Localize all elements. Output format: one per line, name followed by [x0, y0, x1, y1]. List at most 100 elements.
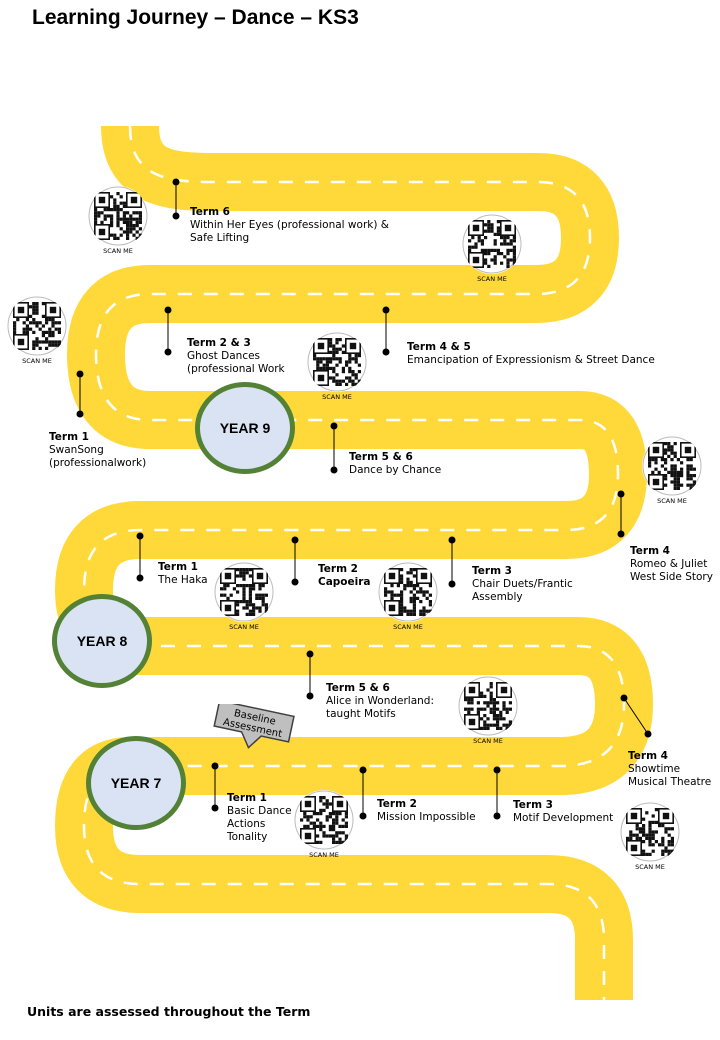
- term-label: Term 3: [472, 565, 512, 577]
- qr-caption: SCAN ME: [393, 623, 423, 631]
- unit-title: Tonality: [227, 831, 268, 843]
- qr-code-icon: [620, 802, 680, 862]
- term-label: Term 1: [49, 431, 89, 443]
- qr-caption: SCAN ME: [657, 497, 687, 505]
- term-label: Term 1: [227, 792, 267, 804]
- term-label: Term 4 & 5: [407, 341, 471, 353]
- unit-title: SwanSong: [49, 444, 104, 456]
- year-9-marker: YEAR 9: [195, 382, 295, 474]
- qr-code[interactable]: SCAN ME: [460, 214, 524, 283]
- unit-title: Emancipation of Expressionism & Street D…: [407, 354, 655, 366]
- unit-title: Basic Dance: [227, 805, 292, 817]
- unit-y9-term6: Term 6 Within Her Eyes (professional wor…: [190, 206, 389, 245]
- qr-caption: SCAN ME: [477, 275, 507, 283]
- unit-y8-term1: Term 1 The Haka: [158, 561, 208, 587]
- unit-y9-term4-5: Term 4 & 5 Emancipation of Expressionism…: [407, 341, 655, 367]
- unit-title: Showtime: [628, 763, 681, 775]
- unit-title: (professionalwork): [49, 457, 147, 469]
- term-label: Term 3: [513, 799, 553, 811]
- unit-y8-term4: Term 4 Romeo & Juliet West Side Story: [630, 545, 713, 584]
- pin-dot: [76, 410, 84, 418]
- qr-code-icon: [88, 186, 148, 246]
- pin-dot: [330, 422, 338, 430]
- qr-code[interactable]: SCAN ME: [5, 296, 69, 365]
- pin-dot: [211, 804, 219, 812]
- pin-dot: [172, 212, 180, 220]
- year-8-label: YEAR 8: [76, 633, 128, 649]
- pin-dot: [330, 466, 338, 474]
- pin-dot: [644, 730, 652, 738]
- unit-title: Musical Theatre: [628, 776, 712, 788]
- qr-code[interactable]: SCAN ME: [376, 562, 440, 631]
- qr-code[interactable]: SCAN ME: [86, 186, 150, 255]
- unit-y7-term1: Term 1 Basic Dance Actions Tonality: [227, 792, 292, 844]
- term-label: Term 5 & 6: [326, 682, 390, 694]
- unit-title: Dance by Chance: [349, 464, 442, 476]
- qr-caption: SCAN ME: [635, 863, 665, 871]
- pin-dot: [382, 348, 390, 356]
- term-label: Term 2 & 3: [187, 337, 251, 349]
- unit-y8-term5-6: Term 5 & 6 Alice in Wonderland: taught M…: [326, 682, 434, 721]
- term-label: Term 2: [377, 798, 417, 810]
- unit-y8-term2: Term 2 Capoeira: [318, 563, 371, 589]
- qr-code-icon: [307, 332, 367, 392]
- pin-dot: [448, 536, 456, 544]
- unit-y7-term2: Term 2 Mission Impossible: [377, 798, 476, 824]
- baseline-assessment-arrow: Baseline Assessment: [206, 699, 298, 763]
- unit-y7-term4: Term 4 Showtime Musical Theatre: [628, 750, 711, 789]
- pin-line: [623, 697, 649, 735]
- unit-y9-term2-3: Term 2 & 3 Ghost Dances (professional Wo…: [187, 337, 285, 376]
- qr-code-icon: [214, 562, 274, 622]
- unit-title: Capoeira: [318, 576, 371, 588]
- qr-code-icon: [458, 676, 518, 736]
- qr-code-icon: [7, 296, 67, 356]
- qr-caption: SCAN ME: [309, 851, 339, 859]
- qr-code-icon: [462, 214, 522, 274]
- unit-title: Alice in Wonderland:: [326, 695, 434, 707]
- qr-caption: SCAN ME: [103, 247, 133, 255]
- year-8-marker: YEAR 8: [52, 594, 152, 688]
- pin-dot: [359, 812, 367, 820]
- unit-y9-term1: Term 1 SwanSong (professionalwork): [49, 431, 146, 470]
- qr-caption: SCAN ME: [322, 393, 352, 401]
- qr-code[interactable]: SCAN ME: [618, 802, 682, 871]
- pin-dot: [620, 694, 628, 702]
- pin-dot: [172, 178, 180, 186]
- qr-code[interactable]: SCAN ME: [305, 332, 369, 401]
- year-9-label: YEAR 9: [219, 420, 271, 436]
- pin-dot: [164, 306, 172, 314]
- qr-code-icon: [378, 562, 438, 622]
- pin-dot: [211, 762, 219, 770]
- qr-code[interactable]: SCAN ME: [456, 676, 520, 745]
- qr-code-icon: [294, 790, 354, 850]
- unit-title: Within Her Eyes (professional work) &: [190, 219, 389, 231]
- unit-title: Assembly: [472, 591, 523, 603]
- qr-code[interactable]: SCAN ME: [640, 436, 704, 505]
- term-label: Term 2: [318, 563, 358, 575]
- term-label: Term 6: [190, 206, 230, 218]
- term-label: Term 4: [628, 750, 668, 762]
- unit-y9-term5-6: Term 5 & 6 Dance by Chance: [349, 451, 441, 477]
- pin-dot: [76, 370, 84, 378]
- year-7-marker: YEAR 7: [86, 736, 186, 830]
- pin-dot: [359, 766, 367, 774]
- qr-caption: SCAN ME: [473, 737, 503, 745]
- arrow-down-icon: Baseline Assessment: [213, 699, 295, 749]
- term-label: Term 4: [630, 545, 670, 557]
- pin-dot: [136, 574, 144, 582]
- qr-code[interactable]: SCAN ME: [292, 790, 356, 859]
- pin-dot: [164, 348, 172, 356]
- page-title: Learning Journey – Dance – KS3: [32, 6, 359, 29]
- unit-title: The Haka: [158, 574, 208, 586]
- pin-dot: [493, 766, 501, 774]
- pin-dot: [291, 536, 299, 544]
- qr-code[interactable]: SCAN ME: [212, 562, 276, 631]
- unit-title: Motif Development: [513, 812, 614, 824]
- unit-title: Chair Duets/Frantic: [472, 578, 573, 590]
- unit-y8-term3: Term 3 Chair Duets/Frantic Assembly: [472, 565, 573, 604]
- qr-caption: SCAN ME: [229, 623, 259, 631]
- pin-dot: [493, 812, 501, 820]
- year-7-label: YEAR 7: [110, 775, 162, 791]
